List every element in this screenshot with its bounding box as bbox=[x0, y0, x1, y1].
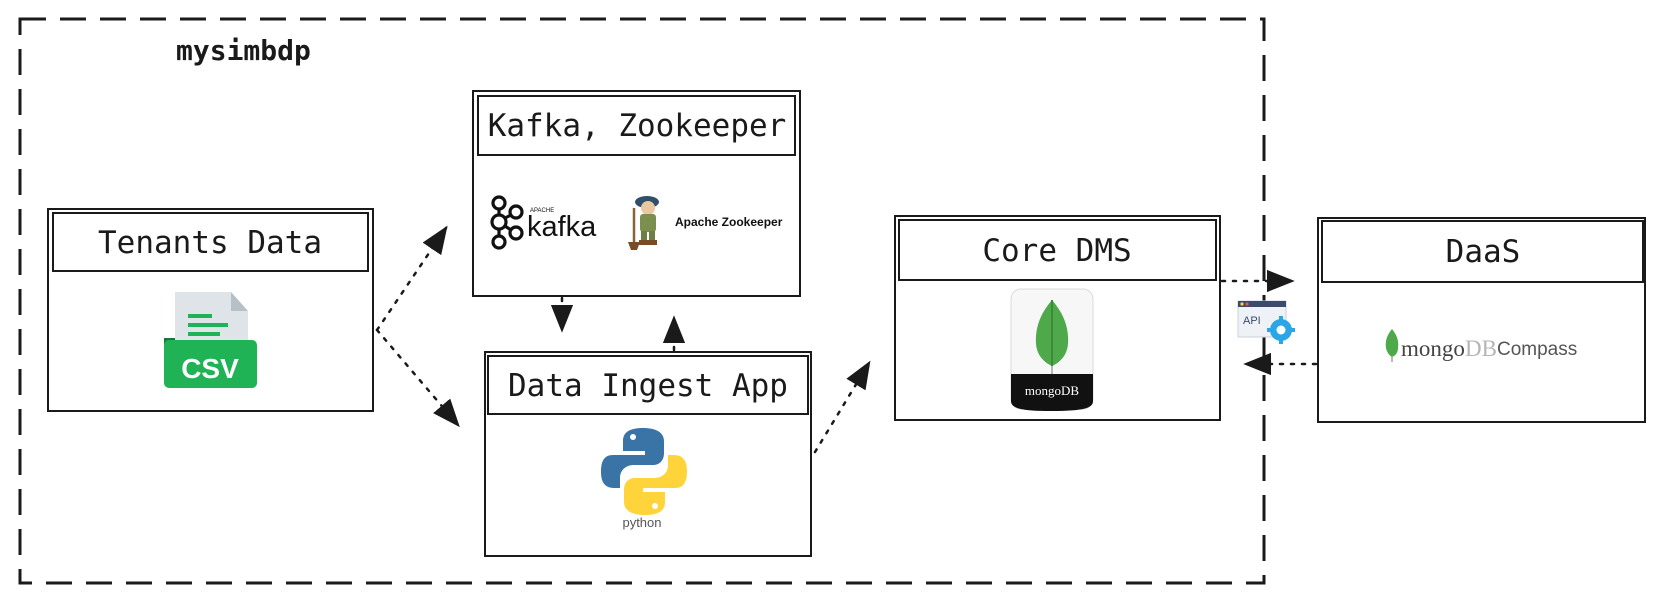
data-ingest-app-node[interactable]: Data Ingest App python bbox=[484, 351, 812, 557]
zookeeper-logo-icon bbox=[628, 196, 659, 250]
mongodb-logo-icon bbox=[1010, 288, 1094, 411]
connector-ingest-to-core bbox=[813, 360, 871, 454]
mongodb-compass-logo: mongo DB Compass bbox=[1385, 329, 1577, 362]
compass-db-text: DB bbox=[1465, 336, 1497, 361]
connector-tenants-to-kafka bbox=[375, 225, 448, 332]
zookeeper-caption: Apache Zookeeper bbox=[675, 215, 783, 229]
csv-icon-label: CSV bbox=[181, 353, 239, 384]
api-badge-label: API bbox=[1243, 315, 1261, 327]
kafka-logo-wordmark: kafka bbox=[527, 211, 597, 243]
data-ingest-app-title: Data Ingest App bbox=[508, 368, 788, 404]
python-logo-icon bbox=[601, 428, 687, 515]
python-caption: python bbox=[622, 515, 661, 530]
tenants-data-title-box bbox=[52, 212, 369, 272]
core-dms-node[interactable]: Core DMS mongoDB bbox=[894, 215, 1221, 421]
tenants-data-title: Tenants Data bbox=[98, 225, 322, 261]
compass-mongo-text: mongo bbox=[1401, 336, 1465, 361]
kafka-logo-icon bbox=[490, 195, 524, 250]
csv-file-icon: CSV bbox=[164, 292, 257, 388]
kafka-zookeeper-title-box bbox=[477, 95, 796, 156]
connectors bbox=[375, 225, 1318, 454]
kafka-zookeeper-title: Kafka, Zookeeper bbox=[488, 108, 787, 144]
daas-node[interactable]: DaaS mongo DB Compass bbox=[1317, 217, 1646, 423]
api-badge-icon: API bbox=[1237, 300, 1295, 344]
kafka-logo-prefix: APACHE bbox=[530, 208, 554, 214]
mongodb-caption: mongoDB bbox=[1025, 383, 1080, 398]
kafka-zookeeper-node[interactable]: Kafka, Zookeeper APACHE kafka bbox=[472, 90, 801, 297]
core-dms-title: Core DMS bbox=[982, 233, 1131, 269]
core-dms-title-box bbox=[898, 219, 1217, 281]
data-ingest-app-title-box bbox=[487, 355, 809, 415]
compass-leaf-icon bbox=[1385, 329, 1399, 357]
connector-tenants-to-ingest bbox=[375, 328, 460, 428]
daas-title: DaaS bbox=[1446, 234, 1521, 270]
daas-title-box bbox=[1321, 220, 1644, 283]
boundary-title: mysimbdp bbox=[176, 34, 311, 67]
compass-word-text: Compass bbox=[1497, 339, 1577, 360]
gear-icon bbox=[1267, 316, 1295, 344]
tenants-data-node[interactable]: Tenants Data CSV bbox=[47, 208, 374, 412]
